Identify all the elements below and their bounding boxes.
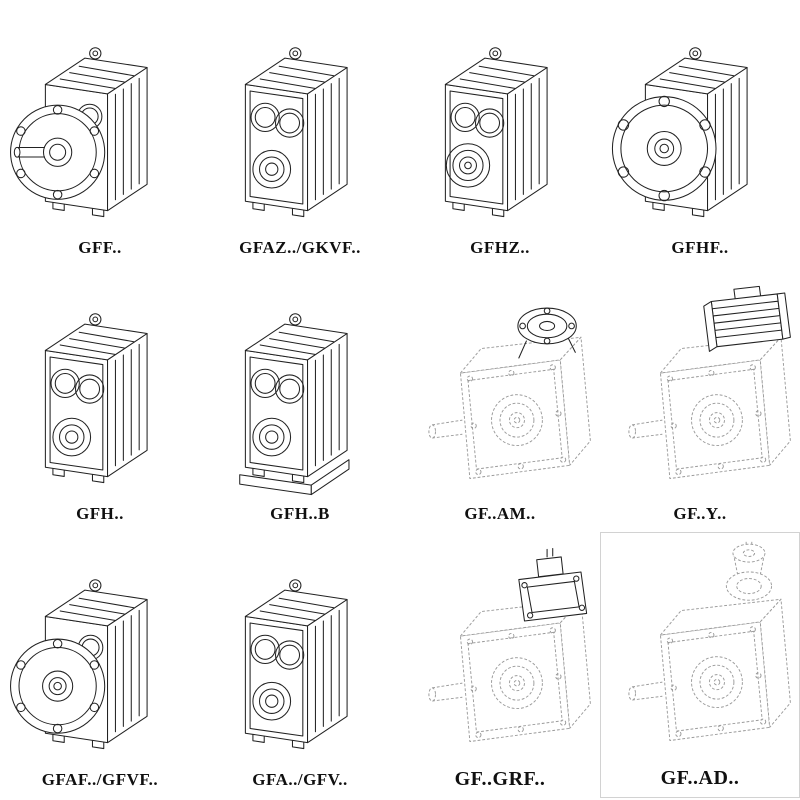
catalog-cell-gfhb: GFH..B bbox=[200, 266, 400, 532]
gearbox-drawing-container bbox=[202, 11, 398, 237]
catalog-cell-gfa: GFA../GFV.. bbox=[200, 532, 400, 798]
gearbox-drawing-container bbox=[402, 11, 598, 237]
gearbox-drawing-flange-hollow-large bbox=[611, 47, 748, 218]
catalog-cell-gfaf: GFAF../GFVF.. bbox=[0, 532, 200, 798]
gearbox-drawing-container bbox=[402, 277, 598, 503]
gearbox-drawing-container bbox=[202, 277, 398, 503]
model-label: GFA../GFV.. bbox=[252, 770, 348, 790]
model-label: GF..AD.. bbox=[660, 767, 740, 789]
gearbox-drawing-container bbox=[602, 11, 798, 237]
catalog-cell-gfad: GF..AD.. bbox=[600, 532, 800, 798]
catalog-cell-gfgrf: GF..GRF.. bbox=[400, 532, 600, 798]
gearbox-drawing-container bbox=[2, 277, 198, 503]
gearbox-drawing-container bbox=[2, 543, 198, 769]
model-label: GFHF.. bbox=[671, 238, 729, 258]
gearbox-drawing-foot-hollow-base bbox=[239, 313, 350, 496]
gearbox-drawing-container bbox=[602, 277, 798, 503]
model-label: GF..Y.. bbox=[673, 504, 727, 524]
catalog-cell-gff: GFF.. bbox=[0, 0, 200, 266]
gearbox-drawing-hollow-shrink bbox=[444, 47, 548, 218]
gearbox-drawing-container bbox=[2, 11, 198, 237]
gearbox-drawing-adapter-ad bbox=[628, 539, 791, 741]
gearbox-drawing-foot-hollow bbox=[244, 47, 348, 218]
model-label: GF..AM.. bbox=[464, 504, 536, 524]
gearbox-drawing-flange-hollow bbox=[10, 579, 148, 750]
model-label: GF..GRF.. bbox=[454, 768, 546, 790]
model-label: GFAZ../GKVF.. bbox=[239, 238, 361, 258]
gearbox-drawing-motor bbox=[628, 286, 791, 480]
catalog-cell-gfy: GF..Y.. bbox=[600, 266, 800, 532]
model-label: GFH.. bbox=[76, 504, 124, 524]
model-label: GFH..B bbox=[270, 504, 330, 524]
catalog-cell-gfh: GFH.. bbox=[0, 266, 200, 532]
catalog-cell-gfam: GF..AM.. bbox=[400, 266, 600, 532]
catalog-cell-gfaz: GFAZ../GKVF.. bbox=[200, 0, 400, 266]
gearbox-drawing-flange-shaft bbox=[10, 47, 148, 218]
model-label: GFF.. bbox=[78, 238, 122, 258]
gearbox-drawing-adapter-grf bbox=[428, 547, 591, 742]
gearbox-drawing-container bbox=[202, 543, 398, 769]
gearbox-drawing-foot-hollow-2 bbox=[44, 313, 148, 484]
gearbox-drawing-foot-hollow-3 bbox=[244, 579, 348, 750]
model-label: GFHZ.. bbox=[470, 238, 530, 258]
gearbox-drawing-container bbox=[602, 539, 798, 765]
gearbox-drawing-container bbox=[402, 540, 598, 766]
catalog-cell-gfhz: GFHZ.. bbox=[400, 0, 600, 266]
model-label: GFAF../GFVF.. bbox=[41, 770, 159, 790]
catalog-cell-gfhf: GFHF.. bbox=[600, 0, 800, 266]
gearbox-drawing-adapter-am bbox=[428, 307, 591, 480]
